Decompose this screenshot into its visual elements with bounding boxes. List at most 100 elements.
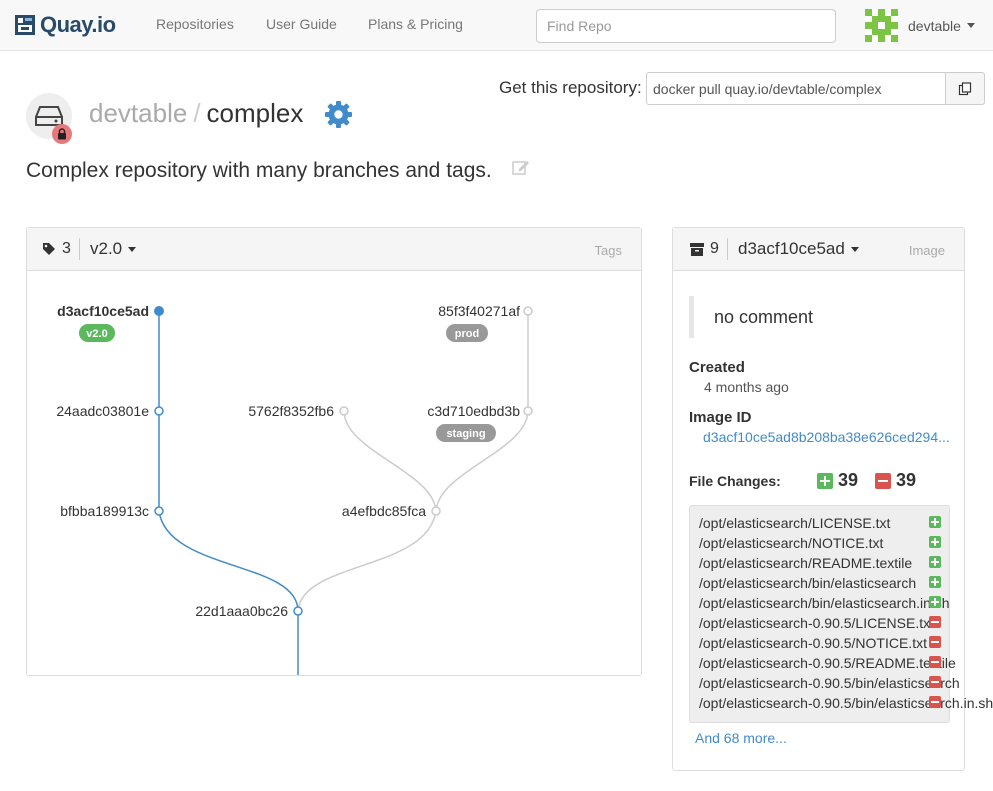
list-item: /opt/elasticsearch/NOTICE.txt <box>699 533 949 553</box>
graph-node[interactable] <box>154 406 164 416</box>
list-item: /opt/elasticsearch-0.90.5/README.textile <box>699 655 956 671</box>
file-changes-label: File Changes: <box>689 473 781 489</box>
added-icon <box>929 576 941 588</box>
list-item: /opt/elasticsearch/bin/elasticsearch <box>699 573 949 593</box>
created-label: Created <box>689 359 745 376</box>
tags-panel-label: Tags <box>594 243 622 258</box>
nav-plans-pricing[interactable]: Plans & Pricing <box>368 16 463 32</box>
graph-node[interactable] <box>154 306 164 316</box>
navbar: Quay.io Repositories User Guide Plans & … <box>0 0 993 51</box>
archive-icon <box>690 242 704 256</box>
copy-button[interactable] <box>945 72 985 105</box>
chevron-down-icon <box>850 247 859 253</box>
graph-node[interactable] <box>523 406 533 416</box>
find-repo-input[interactable] <box>536 9 836 43</box>
graph-node[interactable] <box>339 406 349 416</box>
added-icon <box>929 556 941 568</box>
list-item: /opt/elasticsearch/LICENSE.txt <box>699 513 949 533</box>
tag-badge-v2[interactable] <box>79 324 115 342</box>
quay-logo-icon <box>15 15 35 35</box>
node-label[interactable]: 5762f8352fb6 <box>248 403 334 419</box>
nav-user-guide[interactable]: User Guide <box>266 16 337 32</box>
divider <box>79 238 80 260</box>
list-item: /opt/elasticsearch-0.90.5/bin/elasticsea… <box>699 675 960 691</box>
brand-logo[interactable]: Quay.io <box>14 11 116 39</box>
copy-icon <box>958 81 972 95</box>
edit-icon[interactable] <box>512 159 530 175</box>
added-icon <box>929 596 941 608</box>
node-label[interactable]: 24aadc03801e <box>56 403 149 419</box>
node-label[interactable]: d3acf10ce5ad <box>57 303 149 319</box>
list-item: /opt/elasticsearch/bin/elasticsearch.in.… <box>699 595 950 611</box>
tag-icon <box>43 243 55 255</box>
plus-icon <box>817 472 833 489</box>
removed-icon <box>929 656 941 668</box>
image-panel-label: Image <box>908 243 945 258</box>
page-title: devtable/complex <box>89 98 303 129</box>
repo-name: complex <box>206 98 304 128</box>
tag-badge-prod[interactable] <box>446 324 488 342</box>
node-label[interactable]: 85f3f40271af <box>438 303 520 319</box>
node-label[interactable]: c3d710edbd3b <box>427 403 520 419</box>
list-item: /opt/elasticsearch-0.90.5/NOTICE.txt <box>699 633 949 653</box>
graph-edge <box>297 510 437 612</box>
chevron-down-icon <box>128 247 137 253</box>
tag-badge-label: staging <box>446 428 485 440</box>
tag-badge-staging[interactable] <box>436 424 496 442</box>
image-panel: 9 d3acf10ce5ad Image no comment Created … <box>672 227 993 771</box>
chevron-down-icon <box>966 23 975 28</box>
graph-edge <box>158 510 299 612</box>
removed-count: 39 <box>875 470 916 491</box>
lock-icon <box>58 128 66 140</box>
minus-icon <box>875 472 891 489</box>
image-selector-dropdown[interactable]: d3acf10ce5ad <box>738 239 859 259</box>
removed-icon <box>929 616 941 628</box>
tag-selector-dropdown[interactable]: v2.0 <box>90 239 137 259</box>
selected-tag: v2.0 <box>90 239 123 258</box>
node-label[interactable]: 22d1aaa0bc26 <box>195 603 288 619</box>
user-menu[interactable]: devtable <box>865 9 975 42</box>
removed-icon <box>929 676 941 688</box>
graph-node[interactable] <box>154 506 164 516</box>
list-item: /opt/elasticsearch-0.90.5/LICENSE.txt <box>699 613 949 633</box>
file-changes-list: /opt/elasticsearch/LICENSE.txt /opt/elas… <box>689 505 993 723</box>
nav-repositories[interactable]: Repositories <box>156 16 234 32</box>
list-item: /opt/elasticsearch/README.textile <box>699 553 949 573</box>
tags-panel-heading: 3 v2.0 Tags <box>27 228 641 271</box>
image-id-label: Image ID <box>689 409 752 426</box>
repo-description: Complex repository with many branches an… <box>26 159 492 182</box>
added-icon <box>929 516 941 528</box>
tag-tree-graph: d3acf10ce5ad 24aadc03801e bfbba189913c 2… <box>56 303 533 675</box>
image-comment: no comment <box>689 296 813 338</box>
graph-node[interactable] <box>523 306 533 316</box>
graph-node[interactable] <box>431 506 441 516</box>
added-icon <box>929 536 941 548</box>
image-count: 9 <box>690 240 719 258</box>
repo-namespace[interactable]: devtable <box>89 98 188 128</box>
list-item: /opt/elasticsearch-0.90.5/bin/elasticsea… <box>699 695 993 711</box>
selected-image: d3acf10ce5ad <box>738 239 845 258</box>
graph-edge <box>343 410 437 512</box>
image-panel-heading: 9 d3acf10ce5ad Image <box>673 228 964 271</box>
more-changes-link[interactable]: And 68 more... <box>695 730 787 746</box>
username: devtable <box>908 17 961 34</box>
node-label[interactable]: a4efbdc85fca <box>342 503 426 519</box>
graph-node[interactable] <box>293 606 303 616</box>
get-repository-label: Get this repository: <box>499 78 642 97</box>
tag-badge-label: prod <box>455 328 479 340</box>
pull-command-field[interactable] <box>646 72 946 105</box>
created-value: 4 months ago <box>704 379 789 395</box>
image-id-link[interactable]: d3acf10ce5ad8b208ba38e626ced294... <box>703 429 950 445</box>
removed-icon <box>929 696 941 708</box>
gear-icon[interactable] <box>324 100 353 129</box>
title-separator: / <box>193 98 201 128</box>
private-lock-badge <box>52 124 72 144</box>
tags-panel: 3 v2.0 Tags d3acf10ce5ad 24aadc03801e bf… <box>26 227 642 676</box>
tag-badge-label: v2.0 <box>86 328 107 340</box>
removed-icon <box>929 636 941 648</box>
added-count: 39 <box>817 470 858 491</box>
tag-count: 3 <box>42 240 71 258</box>
brand-name: Quay.io <box>40 12 116 37</box>
node-label[interactable]: bfbba189913c <box>60 503 149 519</box>
avatar <box>865 9 898 42</box>
